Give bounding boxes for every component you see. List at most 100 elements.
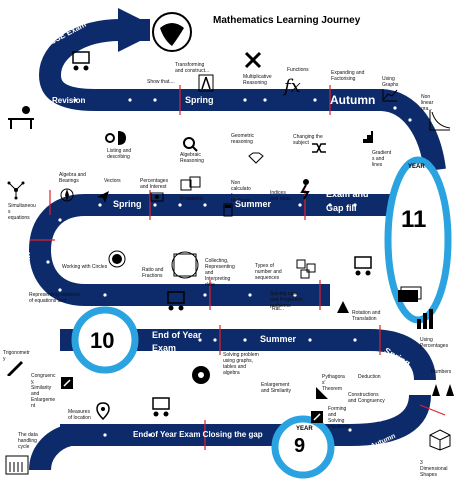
drawer-icon xyxy=(5,455,29,475)
topic-working-circles: Working with Circles xyxy=(62,264,108,270)
topic-measures: Measures of location xyxy=(68,409,91,421)
topic-solving-ratio: Solving ratio and Proportion problems xyxy=(270,291,303,309)
topic-numbers: Numbers xyxy=(431,369,452,375)
topic-indices: Indices and roots xyxy=(270,190,291,202)
compass-rose-icon xyxy=(60,188,74,202)
calculator-icon xyxy=(223,203,233,217)
topic-types-number: Types of number and sequences xyxy=(255,263,282,281)
road-label-end-exam-gap: End of Year Exam Closing the gap xyxy=(133,430,263,439)
money-icon xyxy=(150,192,164,202)
function-icon: fx xyxy=(284,76,301,97)
molecule-icon xyxy=(7,181,25,200)
road-segment-row3 xyxy=(60,329,436,381)
topic-geometric: Geometric reasoning xyxy=(231,133,255,145)
road-segment-row4 xyxy=(60,394,431,446)
year10-number: 10 xyxy=(90,328,115,353)
topic-changing: Changing the subject xyxy=(293,134,323,146)
topic-using-graphs: Using Graphs xyxy=(382,76,399,88)
topic-algebra-bearings: Algebra and Bearings xyxy=(59,172,86,184)
year11-label: YEAR xyxy=(408,164,425,170)
dice-faces-icon xyxy=(296,259,316,279)
presentation-icon xyxy=(167,291,185,311)
shuffle-icon xyxy=(312,143,326,153)
road-label-summer-mid: Summer xyxy=(235,199,272,209)
curve-graph-icon xyxy=(429,110,451,131)
pen-icon xyxy=(7,361,23,376)
road-segment-bottom xyxy=(29,424,74,471)
topic-collecting: Collecting, Representing and Interpretin… xyxy=(205,258,235,288)
topic-listing: Listing and describing xyxy=(107,148,132,160)
topic-ratio-fractions: Ratio and Fractions xyxy=(142,267,164,279)
head-gears-icon xyxy=(105,131,126,145)
road-label-gap-fill: Gap fill xyxy=(326,203,357,213)
topic-deduction: Deduction xyxy=(358,374,381,380)
circles-icon xyxy=(108,250,126,268)
topic-data-handling: The data handling cycle xyxy=(18,432,38,450)
magnifier-icon xyxy=(183,137,198,152)
presentation-icon xyxy=(152,397,170,417)
road-label-exam: Exam xyxy=(152,343,177,353)
topic-percent-interest: Percentages and Interest xyxy=(140,178,169,190)
desk-study-icon xyxy=(8,106,34,129)
topic-3d-shapes: 3 Dimensional Shapes xyxy=(420,460,448,478)
presentation-icon xyxy=(72,51,90,71)
presentation-icon xyxy=(354,256,372,276)
road-label-autumn-left: Autumn xyxy=(22,252,32,286)
year10-ring xyxy=(71,306,139,374)
topic-enlargement: Enlargement and Similarity xyxy=(261,382,292,394)
hands-icon xyxy=(432,384,454,396)
topic-constructions: Constructions and Congruency xyxy=(348,392,385,404)
road-segment-top xyxy=(38,18,446,172)
bank-notes-icon xyxy=(398,286,422,302)
topic-transforming: Transforming and construct... xyxy=(175,62,210,74)
cone-icon xyxy=(337,301,349,313)
year9-number: 9 xyxy=(294,435,306,457)
topic-non-linear: Non linear gra... xyxy=(421,94,434,112)
topic-gradients: Gradient s and lines xyxy=(372,150,392,168)
cube-icon xyxy=(429,429,451,451)
dice-icon xyxy=(180,176,201,191)
year9-ring xyxy=(271,415,335,479)
triangle-icon xyxy=(316,387,328,399)
crossed-arrows-icon xyxy=(244,51,262,69)
topic-vectors: Vectors xyxy=(104,178,121,184)
topic-simultaneous: Simultaneou s equations xyxy=(8,203,36,221)
topic-multiplicative: Multiplicative Reasoning xyxy=(243,74,272,86)
stairs-icon xyxy=(359,131,373,143)
road-label-summer-low: Summer xyxy=(260,334,297,344)
graph-icon xyxy=(382,89,398,102)
topic-congruency-similarity: Congruenc y, Similarity and Enlargeme nt xyxy=(31,373,56,409)
road-label-autumn-top: Autumn xyxy=(330,93,376,107)
expand-arrows-icon xyxy=(61,377,73,389)
vitruvian-icon xyxy=(171,251,199,279)
topic-probability: Probability xyxy=(180,196,204,202)
topic-representing: Representing solutions of equations and xyxy=(29,292,80,304)
topic-trigonometry: Trigonometr y xyxy=(3,350,30,362)
road-segment-row2 xyxy=(28,194,420,306)
topic-algebraic: Algebraic Reasoning xyxy=(180,152,204,164)
person-climb-icon xyxy=(300,179,310,200)
expand-arrows-icon xyxy=(311,411,323,423)
topic-functions: Functions xyxy=(287,67,309,73)
topic-show-that: Show that.... xyxy=(147,79,175,85)
brain-globe-icon xyxy=(152,12,192,52)
year9-label: YEAR xyxy=(296,426,313,432)
road-label-spring-mid: Spring xyxy=(113,199,142,209)
topic-rotation: Rotation and Translation xyxy=(352,310,381,322)
topic-using-percentages: Using Percentages xyxy=(420,337,449,349)
topic-expanding: Expanding and Factorising xyxy=(331,70,365,82)
topic-pythagoras: Pythagora s' Theorem xyxy=(322,374,345,392)
gem-icon xyxy=(248,152,264,164)
topic-solving-problem: Solving problem using graphs, tables and… xyxy=(223,352,259,376)
year11-number: 11 xyxy=(401,206,427,233)
head-gears-icon xyxy=(192,366,210,384)
page-title: Mathematics Learning Journey xyxy=(213,15,361,26)
topic-forming: Forming and Solving equations xyxy=(328,406,350,430)
road-label-revision: Revision xyxy=(52,96,86,105)
map-pin-icon xyxy=(96,402,110,420)
start-arrow xyxy=(118,8,150,52)
bars-chart-icon xyxy=(417,309,433,329)
road-label-spring-top: Spring xyxy=(185,95,214,105)
